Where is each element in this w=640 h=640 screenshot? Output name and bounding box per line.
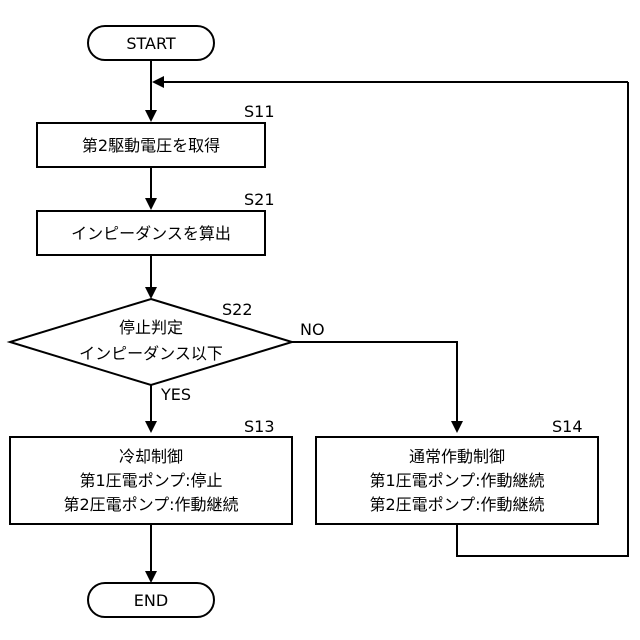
arrowhead-loop-entry xyxy=(152,76,164,88)
process-text-s14-line2: 第1圧電ポンプ:作動継続 xyxy=(369,471,544,490)
step-label-s14: S14 xyxy=(552,417,583,436)
arrowhead-s11 xyxy=(145,110,157,122)
process-text-s14-line3: 第2圧電ポンプ:作動継続 xyxy=(369,495,544,514)
start-label: START xyxy=(126,34,176,53)
arrowhead-s22 xyxy=(145,287,157,299)
branch-no-label: NO xyxy=(300,320,325,339)
arrowhead-s21 xyxy=(145,198,157,210)
decision-text-s22-line1: 停止判定 xyxy=(119,318,183,337)
arrowhead-end xyxy=(145,571,157,583)
step-label-s11: S11 xyxy=(244,102,275,121)
step-label-s21: S21 xyxy=(244,190,275,209)
step-label-s22: S22 xyxy=(222,300,253,319)
arrowhead-s14 xyxy=(451,421,463,433)
process-text-s11: 第2駆動電圧を取得 xyxy=(82,136,220,155)
end-label: END xyxy=(134,591,168,610)
connector-s22-s14 xyxy=(292,342,457,421)
decision-text-s22-line2: インピーダンス以下 xyxy=(79,344,223,363)
process-text-s14-line1: 通常作動制御 xyxy=(409,447,505,466)
process-text-s21: インピーダンスを算出 xyxy=(71,224,231,243)
step-label-s13: S13 xyxy=(244,417,275,436)
process-text-s13-line3: 第2圧電ポンプ:作動継続 xyxy=(63,495,238,514)
branch-yes-label: YES xyxy=(160,385,191,404)
arrowhead-s13 xyxy=(145,421,157,433)
process-text-s13-line1: 冷却制御 xyxy=(119,447,183,466)
process-text-s13-line2: 第1圧電ポンプ:停止 xyxy=(79,471,222,490)
